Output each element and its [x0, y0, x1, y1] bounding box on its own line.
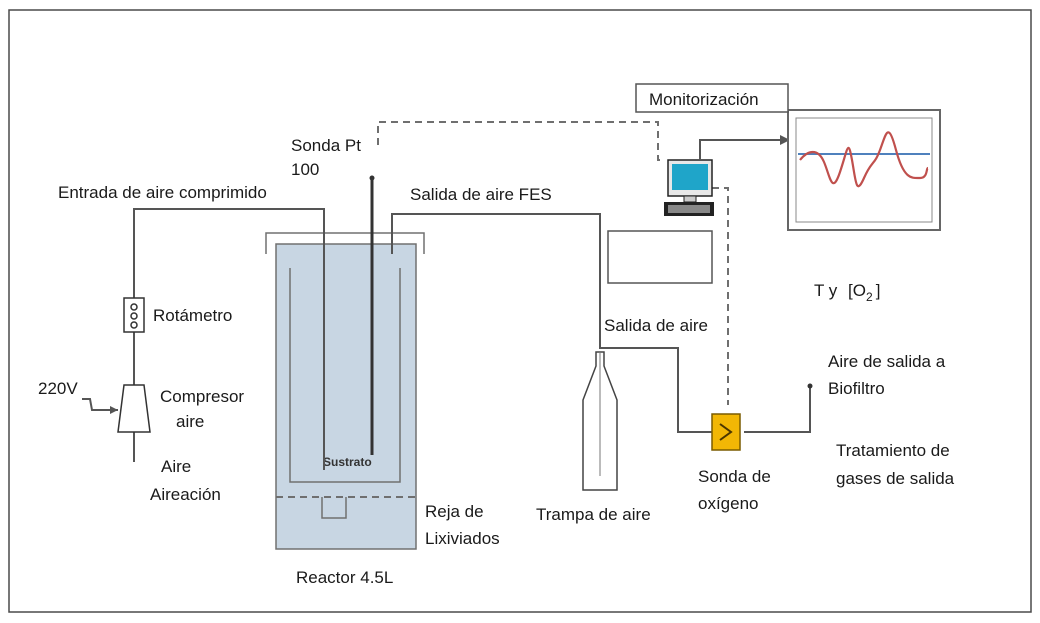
leachate-outlet: [321, 497, 347, 519]
air-trap-label: Trampa de aire: [536, 505, 651, 524]
biofilter-outlet-point: [807, 383, 813, 389]
compressed-air-inlet-label: Entrada de aire comprimido: [58, 183, 267, 202]
compressor-icon: [117, 384, 151, 433]
o2-subscript: 2: [866, 290, 873, 304]
reactor: Sustrato: [265, 232, 425, 550]
t-y-text: T y: [814, 281, 838, 300]
temperature-probe-icon: [369, 175, 375, 455]
oxygen-signal-line: [712, 187, 729, 405]
computer-icon: [664, 159, 714, 216]
air-trap-bottle-icon: [582, 351, 618, 491]
air-outlet-fes-pipe: [391, 213, 714, 433]
power-cable-220v: [82, 398, 118, 411]
leachate-grid-label-2: Lixiviados: [425, 529, 500, 548]
biofilter-outlet-label: Aire de salida a: [828, 352, 946, 371]
chart-plot-area: [795, 117, 933, 223]
monitoring-label-box: [635, 83, 789, 113]
temperature-curve: [799, 131, 929, 188]
voltage-label: 220V: [38, 379, 78, 398]
data-logger-box: [607, 230, 713, 284]
oxygen-probe-icon: [711, 413, 741, 451]
fes-air-outlet-label: Salida de aire FES: [410, 185, 552, 204]
air-label: Aire: [161, 457, 191, 476]
temperature-signal-line: [377, 121, 665, 161]
diagram-border: [8, 9, 1032, 613]
air-inlet-line: [133, 208, 325, 470]
compressor-label-2: aire: [176, 412, 204, 431]
oxygen-probe-label-2: oxígeno: [698, 494, 759, 513]
gas-treatment-label-2: gases de salida: [836, 469, 955, 488]
computer-to-chart-cable: [699, 139, 780, 150]
rotameter-icon: [123, 297, 145, 333]
oxygen-probe-label: Sonda de: [698, 467, 771, 486]
reactor-lid: [265, 232, 425, 254]
power-arrow-icon: [110, 406, 118, 414]
compressor-label: Compresor: [160, 387, 244, 406]
chart-arrow-icon: [780, 135, 790, 145]
substrate-label: Sustrato: [323, 455, 372, 469]
measured-variables-label: T y [O2]: [814, 281, 880, 304]
o2-close-text: ]: [876, 281, 881, 300]
air-outlet-label: Salida de aire: [604, 316, 708, 335]
reactor-label: Reactor 4.5L: [296, 568, 393, 587]
o2-open-text: [O: [848, 281, 866, 300]
rotameter-label: Rotámetro: [153, 306, 232, 325]
air-inlet-pipe: [133, 208, 325, 470]
aeration-label: Aireación: [150, 485, 221, 504]
temperature-probe-label-2: 100: [291, 160, 319, 179]
gas-treatment-label: Tratamiento de: [836, 441, 950, 460]
substrate-basket: [289, 268, 401, 483]
temperature-probe-label: Sonda Pt: [291, 136, 361, 155]
leachate-grid-label: Reja de: [425, 502, 484, 521]
monitoring-label: Monitorización: [649, 90, 759, 109]
monitoring-chart: [787, 109, 941, 231]
outlet-to-biofilter-pipe: [744, 386, 811, 433]
biofilter-outlet-label-2: Biofiltro: [828, 379, 885, 398]
